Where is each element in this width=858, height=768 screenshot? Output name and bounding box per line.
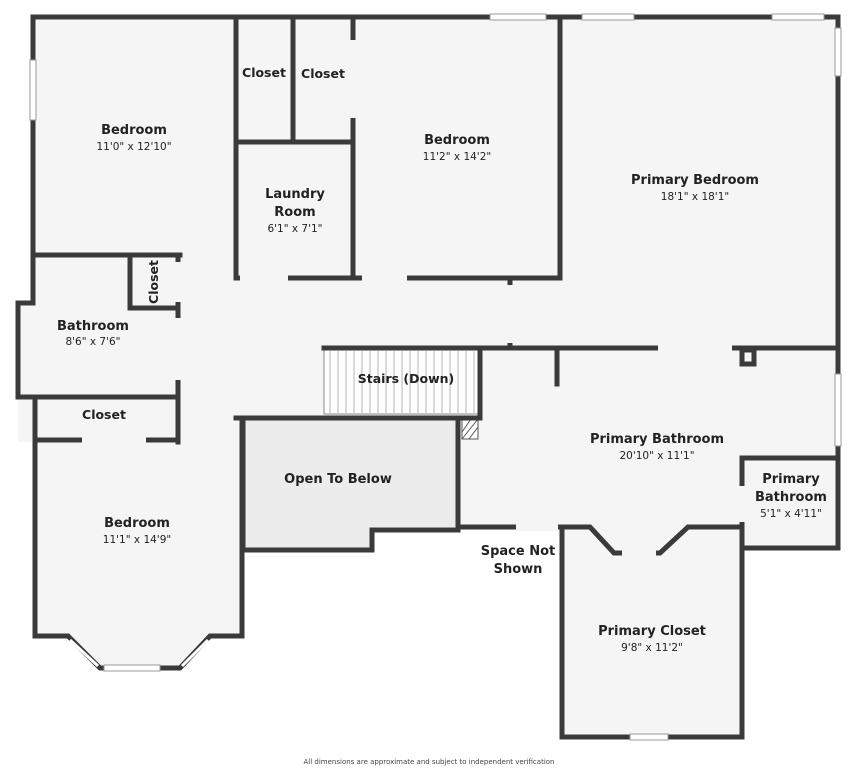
laundry-name-line1: Laundry: [265, 187, 325, 202]
bedroom-north-dims: 11'2" x 14'2": [423, 151, 491, 163]
window: [834, 373, 842, 447]
open-to-below-area: [243, 420, 458, 550]
primary-bathroom-small-line2: Bathroom: [755, 490, 827, 505]
primary-closet-dims: 9'8" x 11'2": [621, 642, 683, 654]
window: [834, 27, 842, 77]
window: [771, 13, 825, 21]
stairs-label: Stairs (Down): [358, 371, 455, 386]
laundry-dims: 6'1" x 7'1": [267, 223, 322, 235]
door-openings: [82, 40, 746, 557]
primary-bathroom-small-line1: Primary: [762, 472, 820, 487]
primary-bedroom-dims: 18'1" x 18'1": [661, 191, 729, 203]
window: [29, 59, 37, 121]
bedroom-north-name: Bedroom: [424, 133, 490, 148]
window: [68, 638, 100, 668]
laundry-name-line2: Room: [274, 205, 315, 220]
window: [489, 13, 547, 21]
primary-bathroom-name: Primary Bathroom: [590, 432, 724, 447]
stairs: [323, 349, 481, 440]
space-not-shown-line2: Shown: [494, 562, 543, 577]
primary-closet-name: Primary Closet: [598, 624, 706, 639]
window: [581, 13, 635, 21]
window: [180, 638, 210, 668]
primary-bathroom-small-dims: 5'1" x 4'11": [760, 508, 822, 520]
labels: Bedroom 11'0" x 12'10" Closet Closet Bed…: [57, 65, 827, 766]
windows: [29, 13, 842, 741]
footer-note: All dimensions are approximate and subje…: [304, 758, 555, 766]
closet-label: Closet: [301, 66, 345, 81]
primary-bathroom-dims: 20'10" x 11'1": [619, 450, 694, 462]
closet-west-label: Closet: [82, 407, 126, 422]
bedroom-sw-dims: 11'1" x 14'9": [103, 534, 171, 546]
primary-bedroom-name: Primary Bedroom: [631, 173, 759, 188]
window: [103, 664, 161, 672]
space-not-shown-line1: Space Not: [481, 544, 556, 559]
open-to-below-label: Open To Below: [284, 472, 392, 487]
bedroom-nw-dims: 11'0" x 12'10": [96, 141, 171, 153]
bathroom-name: Bathroom: [57, 319, 129, 334]
bedroom-nw-name: Bedroom: [101, 123, 167, 138]
closet-label: Closet: [242, 65, 286, 80]
closet-vertical-label: Closet: [146, 260, 161, 304]
bedroom-sw-name: Bedroom: [104, 516, 170, 531]
bathroom-dims: 8'6" x 7'6": [65, 336, 120, 348]
window: [629, 733, 669, 741]
